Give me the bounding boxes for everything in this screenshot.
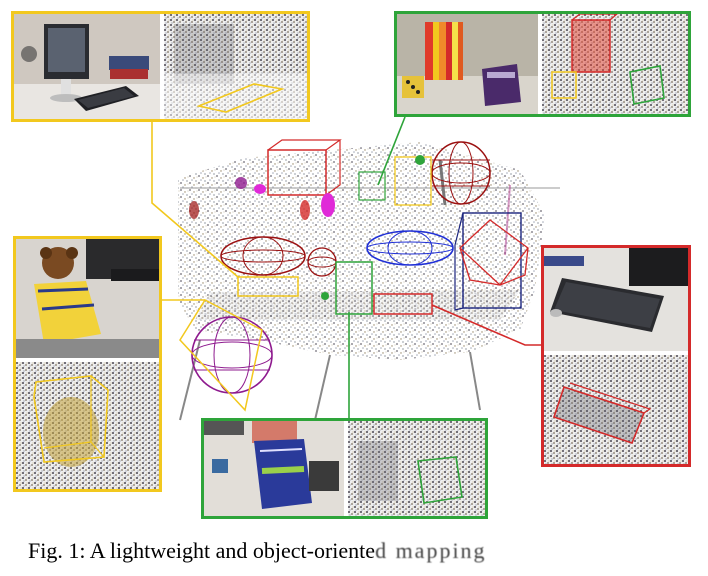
inset-keyboard <box>541 245 691 467</box>
object-wireframes <box>179 139 529 412</box>
teddy-bear-photo <box>16 239 159 358</box>
pointcloud-keyboard <box>164 14 307 119</box>
inset-teddy-bear <box>13 236 162 492</box>
keyboard-photo <box>544 248 688 351</box>
inset-book <box>201 418 488 519</box>
inset-monitor-keyboard <box>11 11 310 122</box>
callout-lines <box>151 116 541 418</box>
caption-trail: d mapping <box>375 538 487 563</box>
pointcloud-books <box>542 14 688 114</box>
caption-text: Fig. 1: A lightweight and object-oriente <box>28 538 376 563</box>
pointcloud-teddy <box>16 362 159 489</box>
figure-caption: Fig. 1: A lightweight and object-oriente… <box>28 538 487 564</box>
figure-1 <box>11 11 691 519</box>
pointcloud-keyboard-box <box>544 355 688 464</box>
monitor-keyboard-photo <box>14 14 160 119</box>
book-photo <box>204 421 344 516</box>
inset-books-shelf <box>394 11 691 117</box>
bookshelf-photo <box>397 14 538 114</box>
figure-svg <box>151 116 560 421</box>
pointcloud-book <box>348 421 485 516</box>
